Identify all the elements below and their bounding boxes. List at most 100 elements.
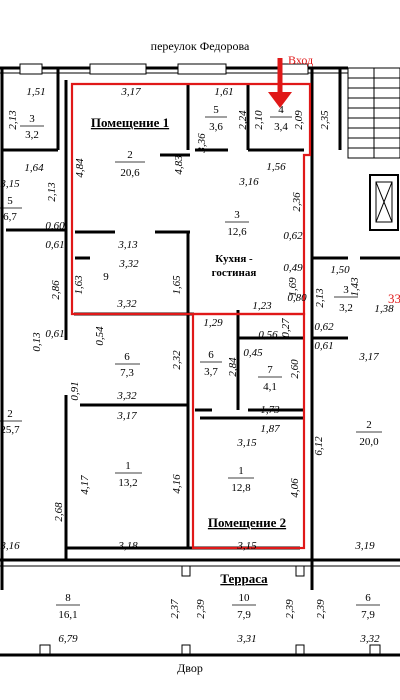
dimension-label: 2,39 xyxy=(284,599,296,619)
entrance-arrow-icon xyxy=(268,58,292,108)
dimension-label: 3,15 xyxy=(236,540,257,552)
dimension-label: 0,60 xyxy=(45,220,65,232)
dimension-labels: 3,17 1,61 1,51 2,13 2,10 2,09 2,35 2,24 … xyxy=(0,86,394,645)
dimension-label: 2,13 xyxy=(314,288,326,308)
dimension-label: 3,19 xyxy=(354,540,375,552)
room-number: 3 xyxy=(343,284,349,296)
dimension-label: 1,29 xyxy=(203,317,223,329)
kitchen-label-line2: гостиная xyxy=(212,267,257,279)
dimension-label: 3,15 xyxy=(0,178,20,190)
dimension-label: 0,13 xyxy=(31,332,43,352)
dimension-label: 2,60 xyxy=(289,359,301,379)
dimension-label: 0,61 xyxy=(45,328,64,340)
dimension-label: 0,61 xyxy=(314,340,333,352)
dimension-label: 0,62 xyxy=(314,321,334,333)
premise-1-label: Помещение 1 xyxy=(91,115,169,130)
dimension-label: 0,45 xyxy=(243,347,263,359)
area-dividers xyxy=(0,116,382,606)
room-number: 8 xyxy=(65,592,71,604)
dimension-label: 1,87 xyxy=(260,423,280,435)
dimension-label: 0,27 xyxy=(280,318,292,338)
dimension-label: 3,13 xyxy=(117,239,138,251)
room-number: 3 xyxy=(234,209,240,221)
street-label: переулок Федорова xyxy=(151,39,250,53)
dimension-label: 2,37 xyxy=(169,599,181,619)
dimension-label: 3,32 xyxy=(359,633,380,645)
dimension-label: 0,61 xyxy=(45,239,64,251)
room-number: 6 xyxy=(365,592,371,604)
dimension-label: 3,16 xyxy=(0,540,20,552)
premise-1-outline xyxy=(70,82,312,316)
room-area: 25,7 xyxy=(0,424,20,436)
dimension-label: 1,65 xyxy=(171,275,183,295)
dimension-label: 0,91 xyxy=(69,381,81,400)
dimension-label: 6,79 xyxy=(58,633,78,645)
dimension-label: 2,84 xyxy=(227,357,239,377)
yard-label: Двор xyxy=(177,661,203,675)
dimension-label: 3,15 xyxy=(236,437,257,449)
room-number: 3 xyxy=(29,113,35,125)
room-number: 7 xyxy=(267,364,273,376)
dimension-label: 1,51 xyxy=(26,86,45,98)
room-area: 3,2 xyxy=(25,129,39,141)
terrace-label: Терраса xyxy=(220,571,268,586)
dimension-label: 1,69 xyxy=(287,277,299,297)
dimension-label: 2,09 xyxy=(293,110,305,130)
room-area: 4,1 xyxy=(263,381,277,393)
room-area: 6,7 xyxy=(3,211,17,223)
room-number: 4 xyxy=(278,104,284,116)
dimension-label: 4,17 xyxy=(79,475,91,495)
kitchen-label-line1: Кухня - xyxy=(215,253,253,265)
dimension-label: 1,43 xyxy=(349,277,361,297)
dimension-label: 4,83 xyxy=(173,155,185,175)
room-area: 12,8 xyxy=(231,482,251,494)
dimension-label: 3,17 xyxy=(358,351,379,363)
dimension-label: 3,17 xyxy=(116,410,137,422)
dimension-label: 3,32 xyxy=(116,390,137,402)
dimension-label: 3,18 xyxy=(117,540,138,552)
dimension-label: 0,49 xyxy=(283,262,303,274)
room-area: 13,2 xyxy=(118,477,137,489)
dimension-label: 1,50 xyxy=(330,264,350,276)
dimension-label: 6,12 xyxy=(313,436,325,456)
dimension-label: 4,16 xyxy=(171,474,183,494)
room-area: 20,6 xyxy=(120,167,140,179)
dimension-label: 2,32 xyxy=(171,350,183,370)
dimension-label: 3,16 xyxy=(238,176,259,188)
dimension-label: 4,06 xyxy=(289,478,301,498)
side-red-number: 33 xyxy=(388,291,400,306)
room-area: 3,6 xyxy=(209,121,223,133)
room-area: 3,2 xyxy=(339,302,353,314)
dimension-label: 3,36 xyxy=(196,133,208,154)
dimension-label: 3,32 xyxy=(116,298,137,310)
dimension-label: 2,10 xyxy=(253,110,265,130)
dimension-label: 2,13 xyxy=(46,182,58,202)
room-area: 3,7 xyxy=(204,366,218,378)
dimension-label: 0,54 xyxy=(94,326,106,346)
room-area: 7,9 xyxy=(237,609,251,621)
room-number: 1 xyxy=(238,465,244,477)
room-number: 5 xyxy=(213,104,219,116)
entrance-label: Вход xyxy=(288,53,313,67)
dimension-label: 4,84 xyxy=(74,158,86,178)
dimension-label: 2,13 xyxy=(7,110,19,130)
dimension-label: 1,63 xyxy=(73,275,85,295)
room-number: 1 xyxy=(125,460,131,472)
room-area: 7,3 xyxy=(120,367,134,379)
room-number: 6 xyxy=(208,349,214,361)
elevator-shaft-icon xyxy=(369,174,399,231)
room-number: 2 xyxy=(366,419,372,431)
dimension-label: 2,35 xyxy=(319,110,331,130)
dimension-label: 2,36 xyxy=(291,192,303,212)
dimension-label: 1,56 xyxy=(266,161,286,173)
terrace-columns xyxy=(39,565,381,656)
dimension-label: 2,39 xyxy=(315,599,327,619)
dimension-label: 1,61 xyxy=(214,86,233,98)
dimension-label: 3,17 xyxy=(120,86,141,98)
dimension-label: 2,39 xyxy=(195,599,207,619)
room-area: 7,9 xyxy=(361,609,375,621)
room-number: 10 xyxy=(239,592,251,604)
dimension-label: 3,31 xyxy=(236,633,256,645)
room-number: 6 xyxy=(124,351,130,363)
